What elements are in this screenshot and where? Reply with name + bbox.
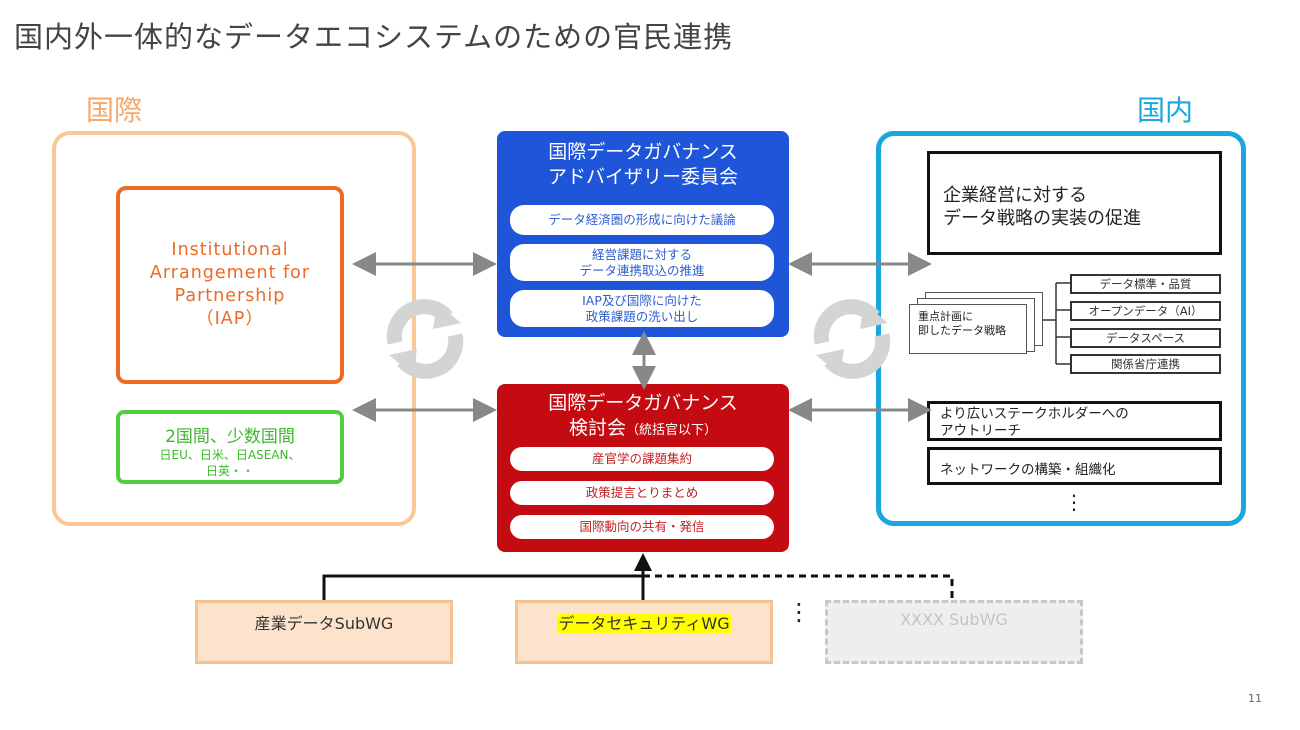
council-item-text: 産官学の課題集約 xyxy=(591,451,692,466)
network-box: ネットワークの構築・組織化 xyxy=(927,447,1222,485)
management-line: データ戦略の実装の促進 xyxy=(943,208,1141,229)
council-item: 政策提言とりまとめ xyxy=(510,481,774,505)
page-number: 11 xyxy=(1248,692,1262,705)
review-council-box: 国際データガバナンス 検討会（統括官以下） 産官学の課題集約 政策提言とりまとめ… xyxy=(497,384,789,552)
domestic-panel xyxy=(876,131,1246,526)
iap-line: Institutional xyxy=(171,240,289,260)
strategy-document: 重点計画に 即したデータ戦略 xyxy=(909,304,1027,354)
strategy-item: オープンデータ（AI） xyxy=(1070,301,1221,321)
strategy-item: データ標準・品質 xyxy=(1070,274,1221,294)
management-strategy-box: 企業経営に対する データ戦略の実装の促進 xyxy=(927,151,1222,255)
data-security-wg: データセキュリティWG xyxy=(515,600,773,664)
international-panel xyxy=(52,131,416,526)
council-item-text: 国際動向の共有・発信 xyxy=(579,519,705,534)
subwg-label: XXXX SubWG xyxy=(900,610,1008,629)
outreach-line: アウトリーチ xyxy=(940,423,1021,439)
committee-item-text: 政策課題の洗い出し xyxy=(585,308,699,324)
committee-title-line: 国際データガバナンス xyxy=(548,141,738,163)
committee-item-text: IAP及び国際に向けた xyxy=(582,292,702,308)
strategy-item: データスペース xyxy=(1070,328,1221,348)
bracket-lines xyxy=(1043,282,1070,365)
advisory-committee-box: 国際データガバナンス アドバイザリー委員会 データ経済圏の形成に向けた議論 経営… xyxy=(497,131,789,337)
iap-line: Partnership xyxy=(174,286,286,306)
council-title-note: （統括官以下） xyxy=(626,423,718,438)
council-item: 産官学の課題集約 xyxy=(510,447,774,471)
council-title-line: 検討会 xyxy=(568,417,626,439)
committee-title: 国際データガバナンス アドバイザリー委員会 xyxy=(497,140,789,190)
council-item-text: 政策提言とりまとめ xyxy=(585,485,699,500)
bilateral-box: 2国間、少数国間 日EU、日米、日ASEAN、 日英・・ xyxy=(116,410,344,484)
doc-line: 即したデータ戦略 xyxy=(918,324,1006,337)
council-item: 国際動向の共有・発信 xyxy=(510,515,774,539)
committee-title-line: アドバイザリー委員会 xyxy=(547,166,738,188)
cycle-icon xyxy=(813,299,891,379)
subwg-label: 産業データSubWG xyxy=(254,614,394,633)
international-label: 国際 xyxy=(86,94,143,127)
outreach-box: より広いステークホルダーへの アウトリーチ xyxy=(927,401,1222,441)
domestic-label: 国内 xyxy=(1137,94,1194,127)
iap-line: （IAP） xyxy=(196,309,264,329)
subwg-label: データセキュリティWG xyxy=(557,614,731,633)
committee-item: 経営課題に対する データ連携取込の推進 xyxy=(510,244,774,281)
committee-item: IAP及び国際に向けた 政策課題の洗い出し xyxy=(510,290,774,327)
committee-item-text: データ経済圏の形成に向けた議論 xyxy=(548,212,736,227)
bilateral-sub-line: 日英・・ xyxy=(205,464,254,478)
ellipsis-vertical: ⋮ xyxy=(1064,490,1084,514)
wg-connector-dashed xyxy=(643,574,954,600)
committee-item-text: データ連携取込の推進 xyxy=(579,262,705,278)
cycle-icon xyxy=(386,299,464,379)
ellipsis-vertical: ⋮ xyxy=(787,598,811,626)
xxxx-subwg: XXXX SubWG xyxy=(825,600,1083,664)
industry-data-subwg: 産業データSubWG xyxy=(195,600,453,664)
management-line: 企業経営に対する xyxy=(943,185,1087,206)
outreach-line: より広いステークホルダーへの xyxy=(940,406,1129,422)
iap-line: Arrangement for xyxy=(149,263,311,283)
bilateral-title: 2国間、少数国間 xyxy=(165,427,295,447)
page-title: 国内外一体的なデータエコシステムのための官民連携 xyxy=(14,20,734,54)
iap-box: Institutional Arrangement for Partnershi… xyxy=(116,186,344,384)
council-title-line: 国際データガバナンス xyxy=(548,392,738,414)
doc-line: 重点計画に xyxy=(918,310,973,323)
bilateral-sub-line: 日EU、日米、日ASEAN、 xyxy=(159,448,301,462)
committee-item-text: 経営課題に対する xyxy=(591,246,692,262)
wg-connector xyxy=(322,574,643,600)
council-title: 国際データガバナンス 検討会（統括官以下） xyxy=(497,391,789,443)
committee-item: データ経済圏の形成に向けた議論 xyxy=(510,205,774,235)
strategy-item: 関係省庁連携 xyxy=(1070,354,1221,374)
